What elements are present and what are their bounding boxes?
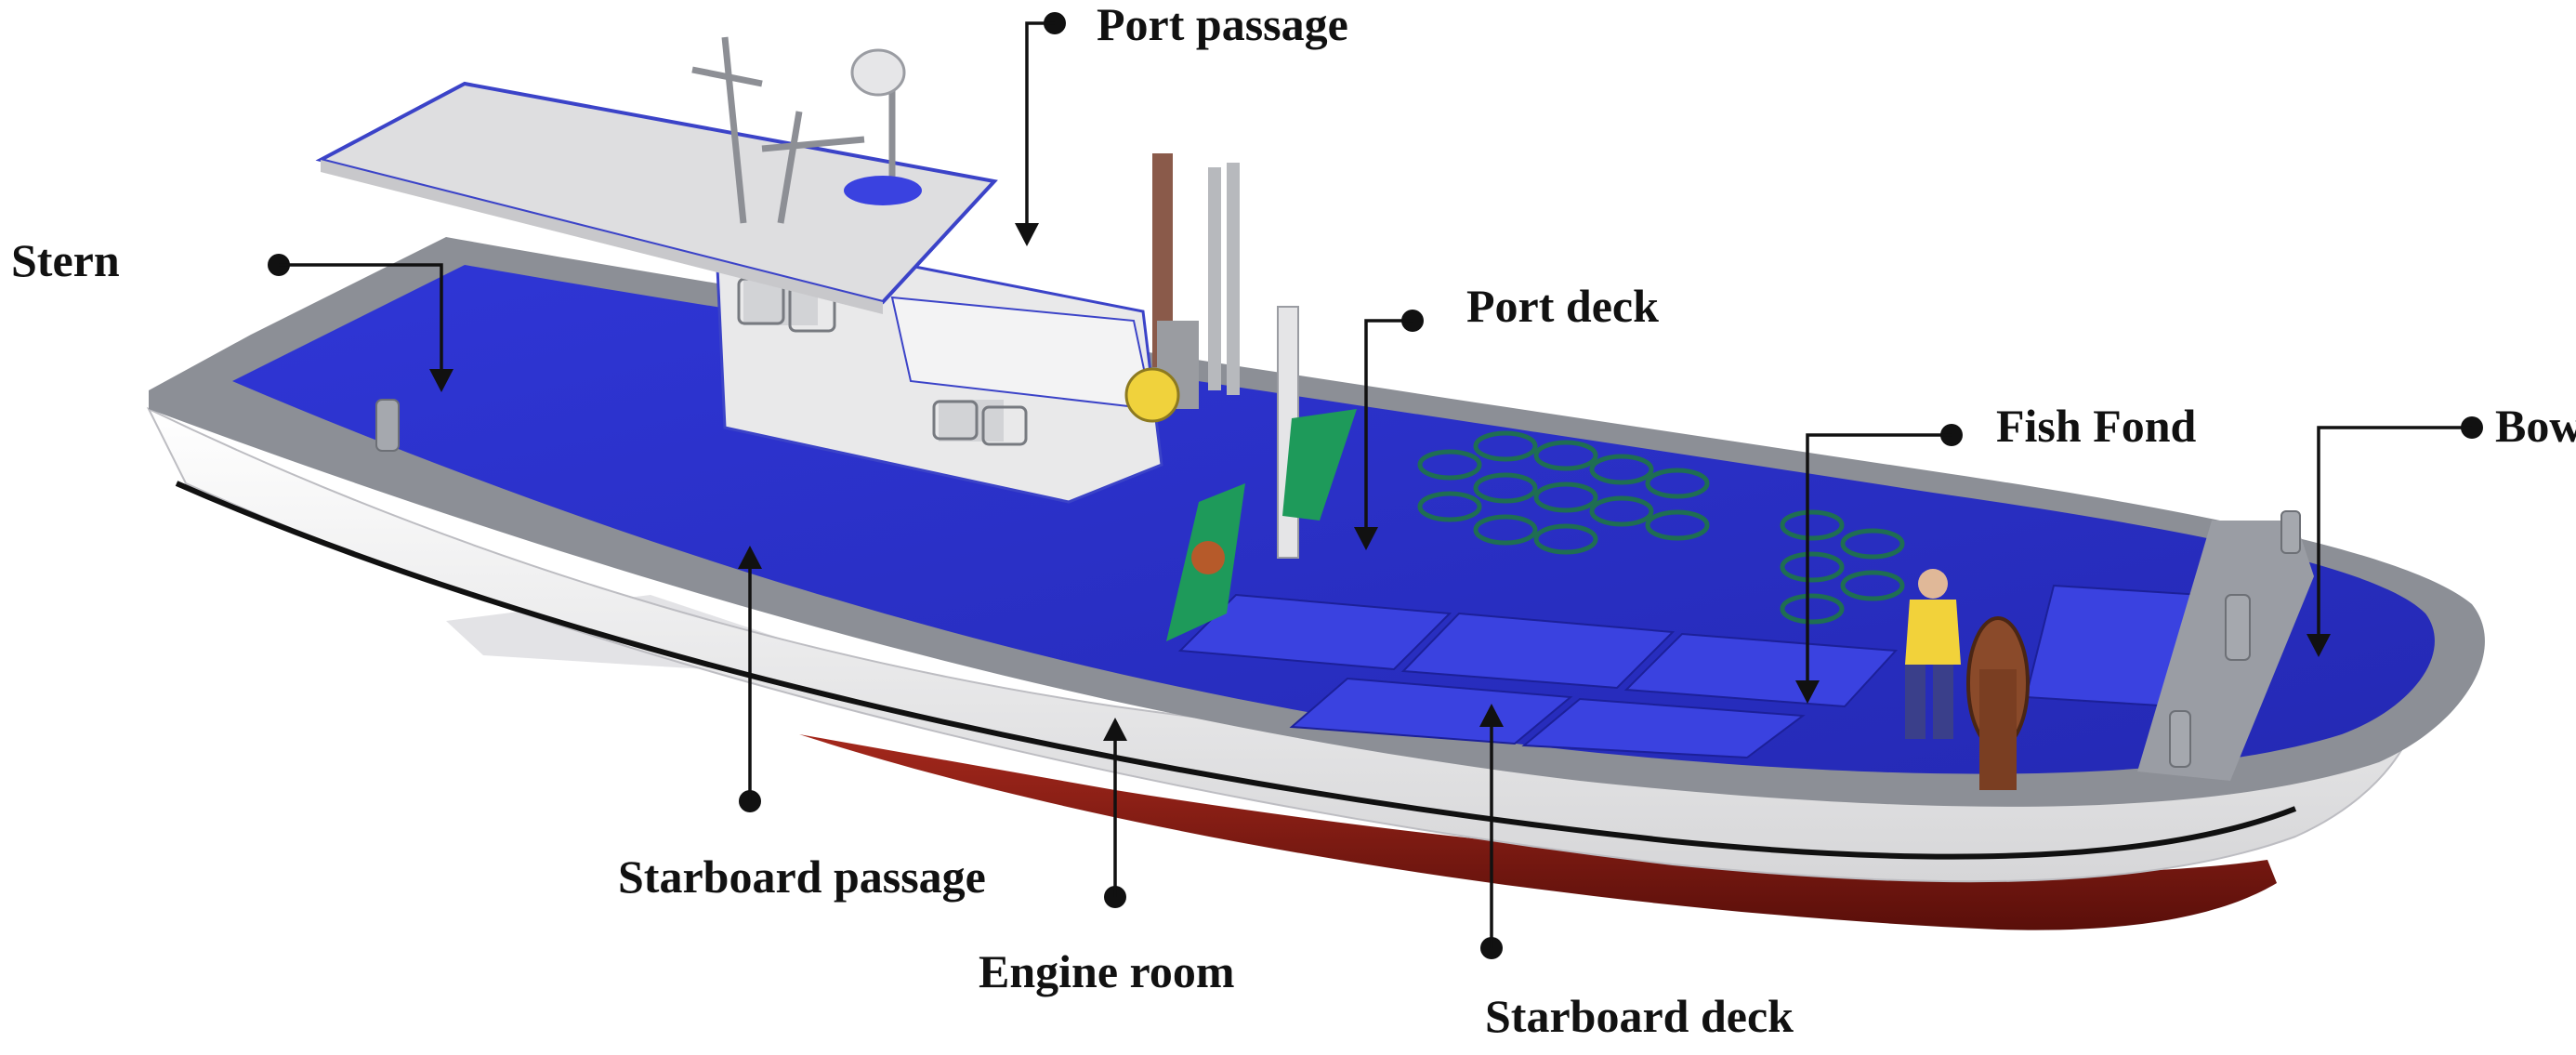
label-port-passage: Port passage	[1097, 0, 1348, 50]
leader-bow	[2307, 416, 2483, 657]
radar-base	[844, 176, 922, 205]
net-cages	[1417, 430, 1905, 625]
labels: Port passage Stern Port deck Fish Fond B…	[11, 0, 2576, 1042]
sheer-line	[175, 481, 2297, 860]
label-fish-fond: Fish Fond	[1996, 400, 2197, 452]
leader-fish-fond	[1795, 424, 1963, 704]
leader-starboard-passage	[738, 546, 762, 812]
label-starboard-deck: Starboard deck	[1485, 990, 1794, 1042]
callout-leaders	[268, 12, 2483, 959]
leader-engine-room	[1103, 718, 1127, 908]
boat-illustration	[146, 36, 2485, 930]
deck-hatches	[1177, 584, 2204, 759]
label-bow: Bow	[2495, 400, 2576, 452]
winch-drum	[1124, 367, 1180, 423]
radar-dome	[850, 48, 906, 97]
leader-starboard-deck	[1479, 704, 1504, 959]
green-block	[1282, 409, 1357, 521]
line-hauler	[1966, 616, 2030, 790]
mast	[691, 36, 896, 224]
label-port-deck: Port deck	[1466, 280, 1659, 332]
crew-member	[1905, 569, 1961, 739]
label-starboard-passage: Starboard passage	[618, 851, 986, 903]
label-engine-room: Engine room	[979, 945, 1235, 997]
bollards	[375, 399, 2301, 768]
leader-port-deck	[1354, 310, 1424, 550]
label-stern: Stern	[11, 234, 120, 286]
leader-stern	[268, 254, 453, 392]
leader-port-passage	[1015, 12, 1066, 246]
